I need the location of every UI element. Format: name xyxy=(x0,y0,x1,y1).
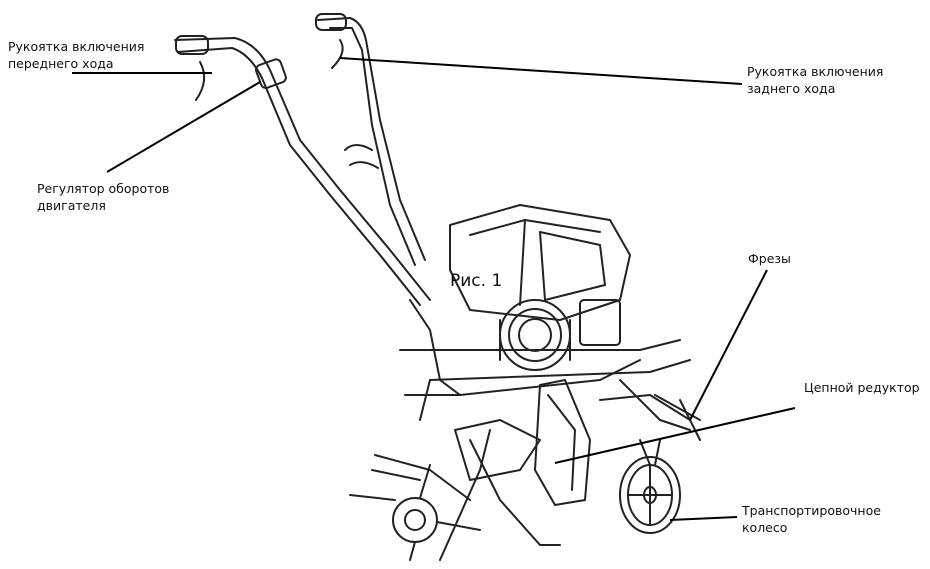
leader-reverse-handle xyxy=(339,57,743,85)
leader-chain-reducer xyxy=(554,407,796,464)
label-chain-reducer: Цепной редуктор xyxy=(804,380,920,395)
leader-throttle xyxy=(106,81,261,173)
frame xyxy=(399,299,691,421)
label-forward-handle: Рукоятка включения переднего хода xyxy=(8,39,145,71)
tillers xyxy=(349,379,701,561)
transport-wheel xyxy=(619,439,681,534)
label-reverse-handle: Рукоятка включения заднего хода xyxy=(747,64,884,96)
engine xyxy=(449,204,631,371)
leader-tillers xyxy=(689,269,768,421)
label-tillers: Фрезы xyxy=(748,251,791,266)
label-throttle: Регулятор оборотов двигателя xyxy=(37,181,170,213)
leader-transport-wheel xyxy=(669,516,738,521)
figure-caption: Рис. 1 xyxy=(450,271,503,291)
handlebar xyxy=(174,13,431,306)
label-transport-wheel: Транспортировочное колесо xyxy=(742,503,881,535)
chain-reducer xyxy=(534,379,591,506)
